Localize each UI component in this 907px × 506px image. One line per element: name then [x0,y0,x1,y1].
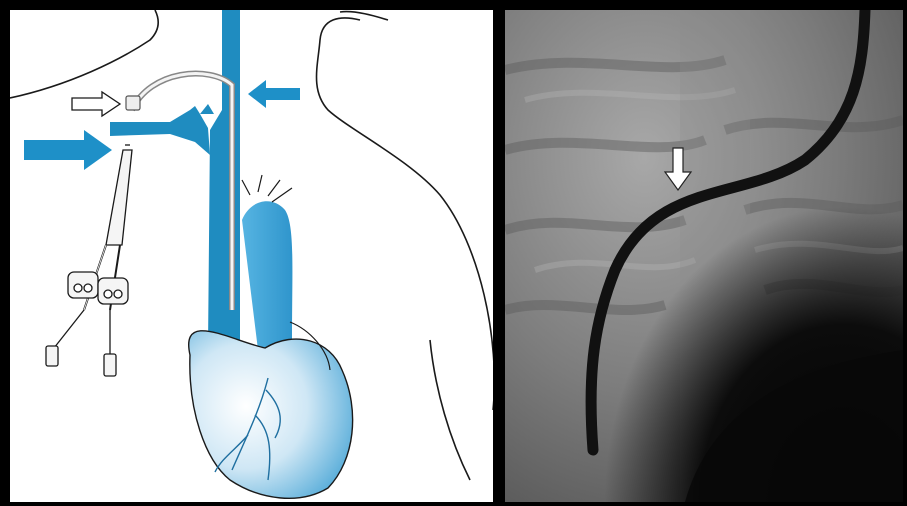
shoulder-outline [317,18,494,410]
fluoroscopy-image [505,10,903,502]
heart-icon [189,331,353,499]
blue-arrow-icon [24,130,112,170]
catheter-hub [46,145,132,376]
radiograph-panel [505,10,903,502]
subclavian-vein [110,106,210,155]
vena-cava [208,10,240,348]
illustration-panel [10,10,493,502]
arm-outline [430,340,470,480]
jaw-outline [10,10,158,98]
blue-arrow-icon-right [248,80,300,108]
aorta [242,201,292,350]
white-arrow-icon [72,92,120,116]
catheter-illustration [10,10,493,502]
